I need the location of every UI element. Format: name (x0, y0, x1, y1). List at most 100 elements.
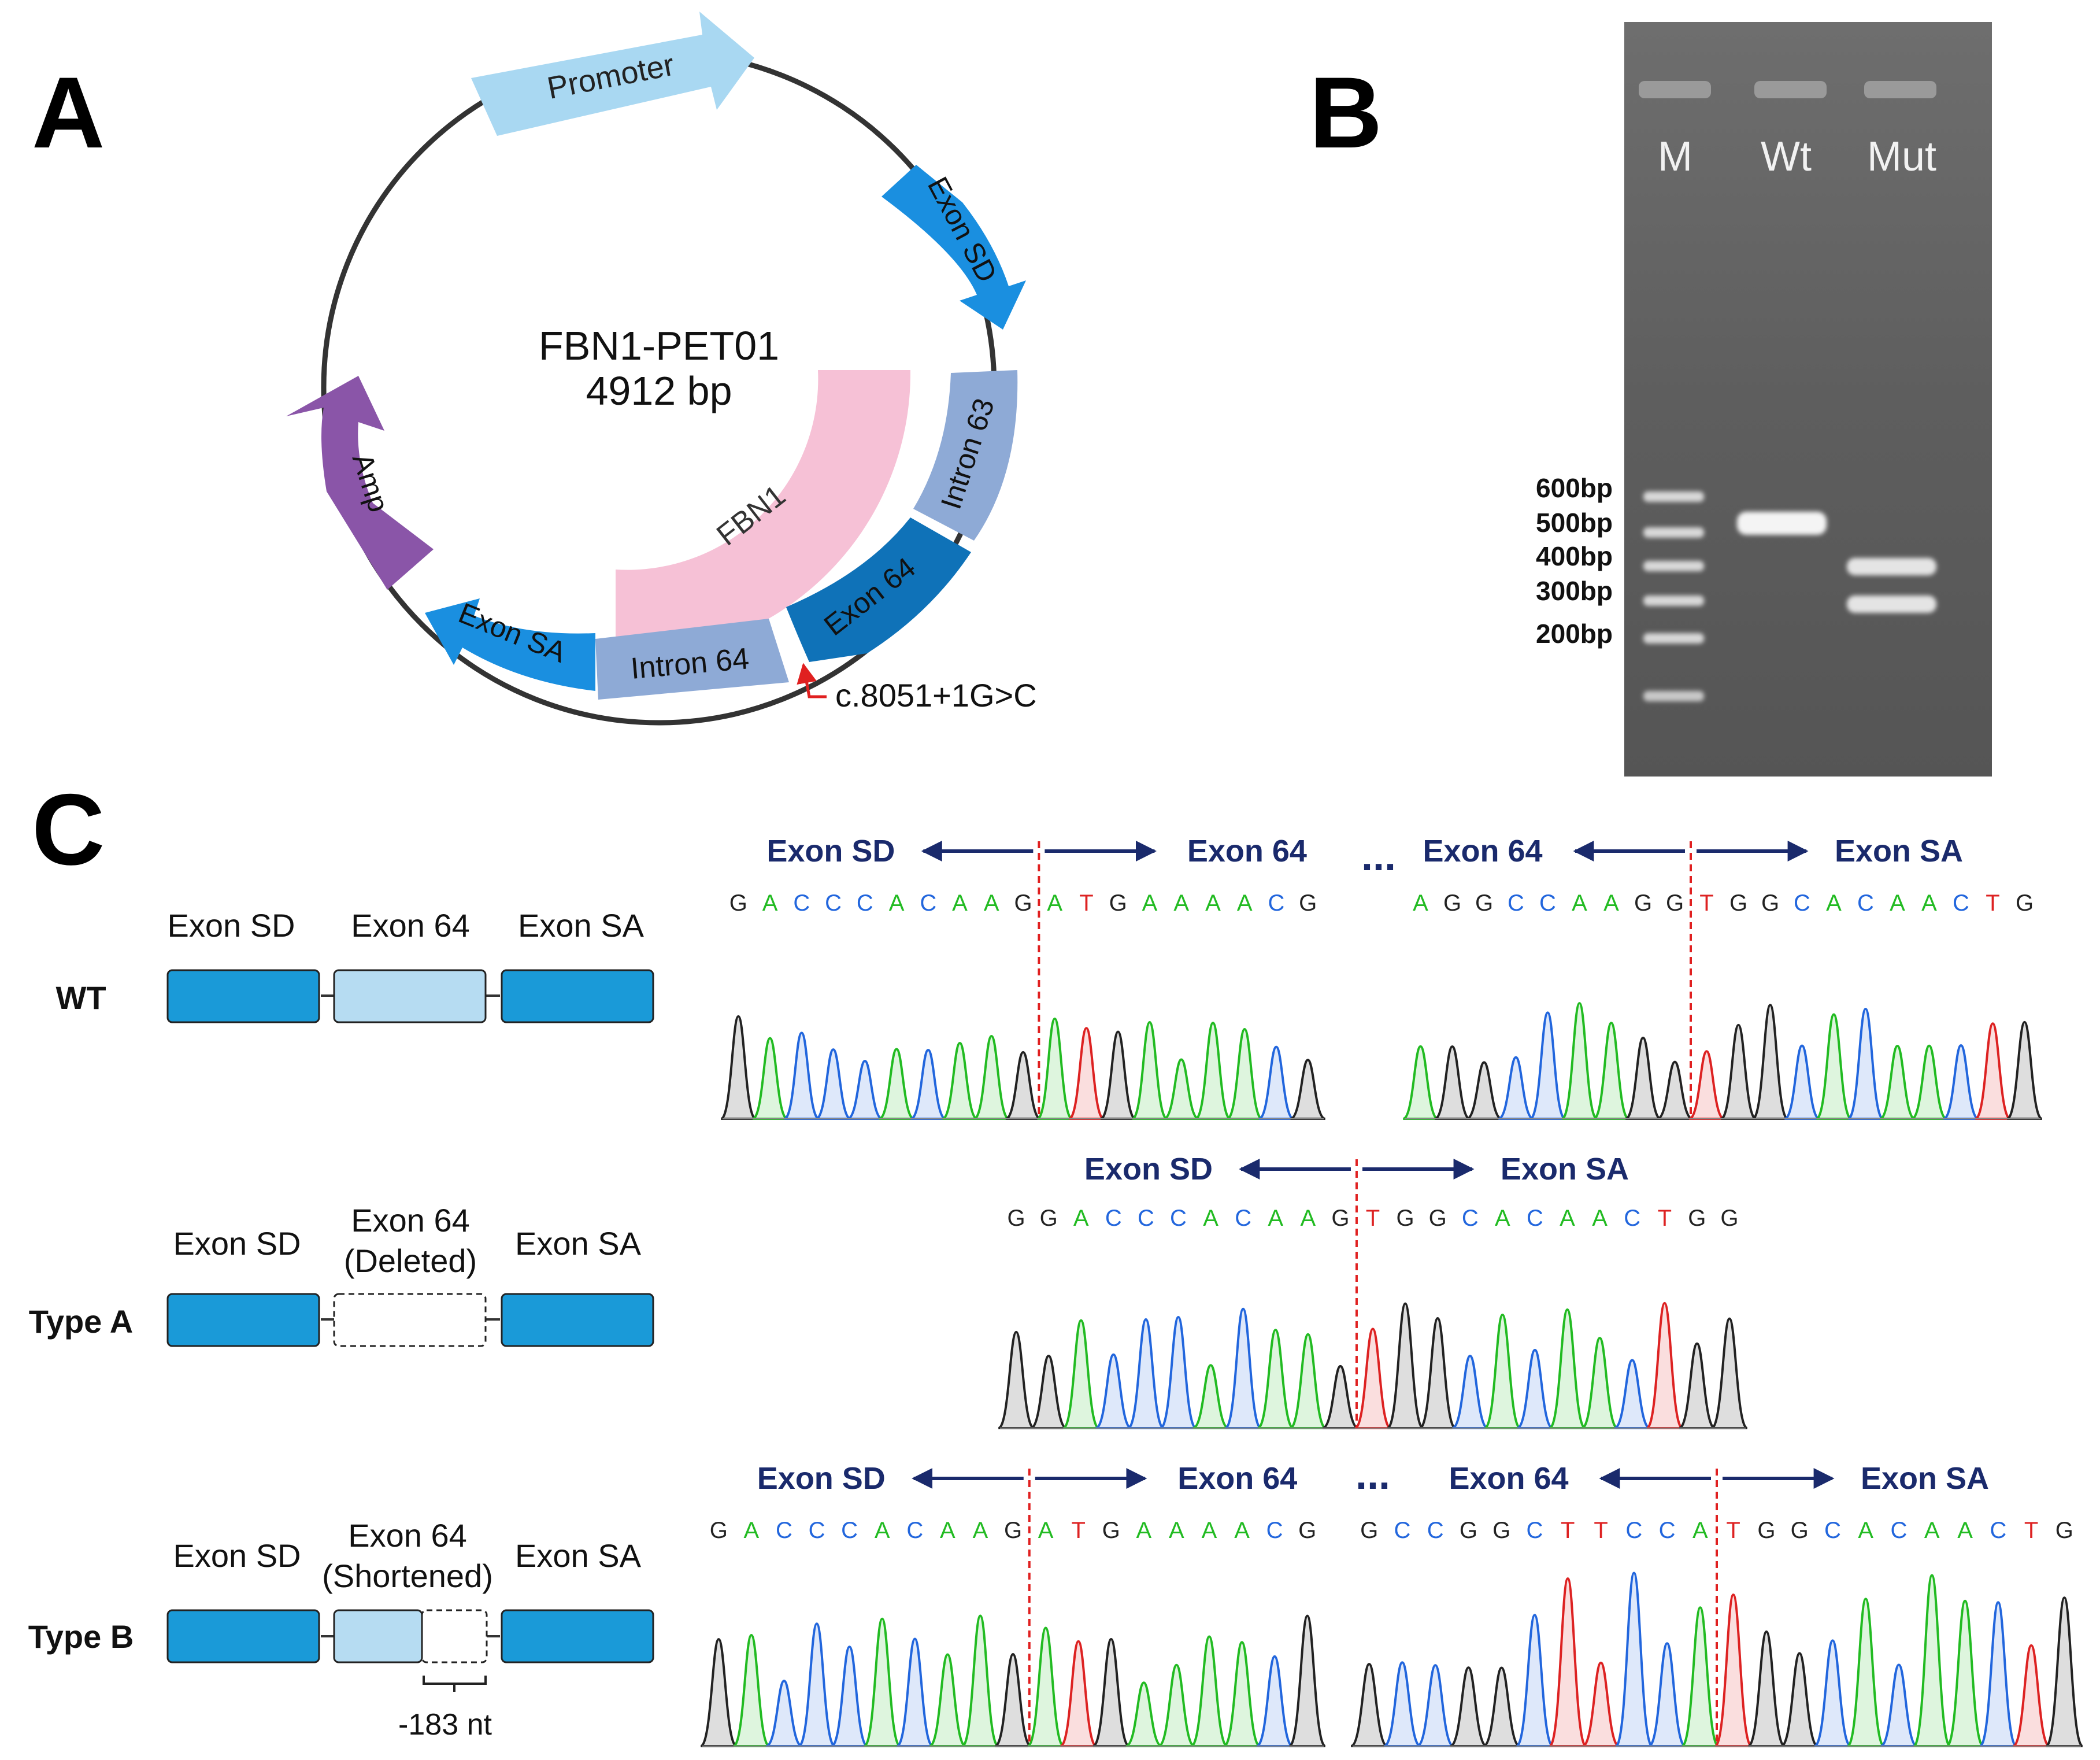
base-letter: A (1921, 890, 1937, 916)
chrom-peak (1516, 1614, 1554, 1747)
base-letter: G (1688, 1206, 1706, 1231)
chrom-peak (732, 1633, 771, 1747)
mut-band-lower (1847, 596, 1936, 613)
a-box-exon64-deleted (333, 1293, 487, 1347)
chrom-peak (998, 1330, 1035, 1429)
base-letter: G (2016, 890, 2034, 916)
base-letter: A (952, 890, 968, 916)
chrom-peak (1466, 1061, 1502, 1120)
base-letter: G (1360, 1518, 1378, 1543)
base-letter: G (1298, 1518, 1316, 1543)
b-box-exon64-shortened (333, 1609, 423, 1663)
base-letter: A (1047, 890, 1062, 916)
chrom-peak (1223, 1641, 1261, 1747)
base-letter: C (1527, 1206, 1543, 1231)
chrom-peak (1257, 1329, 1294, 1429)
base-letter: A (1560, 1206, 1575, 1231)
gel-well-m (1639, 81, 1711, 98)
b-box-exon-sa (501, 1609, 654, 1663)
base-letter: T (1699, 890, 1713, 916)
chrom-peak (1747, 1630, 1786, 1747)
chrom-peak (798, 1622, 836, 1747)
chrom-peak (1289, 1333, 1327, 1429)
chrom-peak (1350, 1663, 1388, 1747)
base-letter: A (1202, 1518, 1217, 1543)
chrom-peak (1483, 1666, 1521, 1747)
chrom-peak (1625, 1036, 1661, 1120)
chrom-peak (1752, 1004, 1788, 1120)
gel-well-mut (1864, 81, 1936, 98)
chrom-peak (1192, 1364, 1229, 1429)
chrom-peak (1549, 1308, 1586, 1429)
chrom-peak (1092, 1638, 1130, 1747)
base-letter: C (841, 1518, 858, 1543)
ladder-band-600 (1643, 491, 1704, 502)
ladder-band-200 (1643, 633, 1704, 644)
ladder-band-500 (1643, 527, 1704, 538)
amp-feature (286, 376, 434, 590)
base-letter: C (1891, 1518, 1908, 1543)
chrom-peak (1288, 1614, 1327, 1747)
base-letter: A (1038, 1518, 1054, 1543)
base-letter: A (875, 1518, 890, 1543)
wt-schematic: Exon SD Exon 64 Exon SA WT (55, 907, 654, 1023)
chrom-peak (1434, 1045, 1471, 1120)
chrom-peak (1657, 1060, 1693, 1120)
base-letter: G (1004, 1518, 1022, 1543)
chrom-header-right: Exon 64 (1187, 834, 1307, 868)
base-letter: A (1300, 1206, 1316, 1231)
chrom-peak (1979, 1601, 2018, 1747)
base-letter: G (1040, 1206, 1058, 1231)
base-letter: A (1592, 1206, 1608, 1231)
chrom-peak (961, 1614, 999, 1747)
ladder-band-100 (1643, 691, 1704, 701)
base-letter: C (1268, 890, 1284, 916)
chrom-peak (1946, 1599, 1984, 1747)
chrom-peak (1681, 1606, 1720, 1747)
base-letter: G (1666, 890, 1684, 916)
base-letter: A (1924, 1518, 1940, 1543)
base-letter: A (1142, 890, 1158, 916)
base-letter: A (762, 890, 778, 916)
chrom-peak (1879, 1044, 1916, 1120)
base-letter: T (1079, 890, 1093, 916)
exon-sd-feature (882, 165, 1026, 330)
chrom-peak (1714, 1593, 1753, 1747)
chrom-peak (1943, 1044, 1979, 1120)
base-letter: A (984, 890, 999, 916)
base-letter: C (1527, 1518, 1543, 1543)
chrom-peak (929, 1653, 966, 1747)
wt-box-exon-sd (166, 969, 320, 1023)
chrom-peak (1484, 1313, 1521, 1429)
wt-ellipsis: ... (1361, 833, 1396, 879)
chrom-peak (1005, 1051, 1042, 1120)
wt-header-exon-sa: Exon SA (518, 907, 645, 944)
wt-row-label: WT (55, 979, 106, 1016)
base-letter: C (825, 890, 842, 916)
gel-lane-mut: Mut (1867, 134, 1936, 180)
wt-box-exon64 (333, 969, 487, 1023)
base-letter: C (1625, 1518, 1642, 1543)
chrom-header-right: Exon SA (1835, 834, 1963, 868)
ladder-label-600: 600bp (1536, 473, 1613, 503)
base-letter: G (1492, 1518, 1510, 1543)
b-header-shortened: (Shortened) (322, 1558, 493, 1594)
intron63-feature (913, 370, 1018, 541)
chrom-peak (1030, 1354, 1067, 1429)
chrom-peak (1036, 1017, 1073, 1120)
base-letter: C (1508, 890, 1524, 916)
base-letter: C (1462, 1206, 1479, 1231)
a-header-exon64: Exon 64 (351, 1202, 470, 1238)
gel-lane-m: M (1658, 134, 1692, 180)
chrom-peak (1581, 1337, 1618, 1429)
base-letter: G (1729, 890, 1747, 916)
chrom-peak (1498, 1056, 1534, 1120)
chrom-peak (942, 1041, 978, 1120)
base-letter: A (1572, 890, 1587, 916)
base-letter: C (1953, 890, 1969, 916)
base-letter: C (1266, 1518, 1283, 1543)
